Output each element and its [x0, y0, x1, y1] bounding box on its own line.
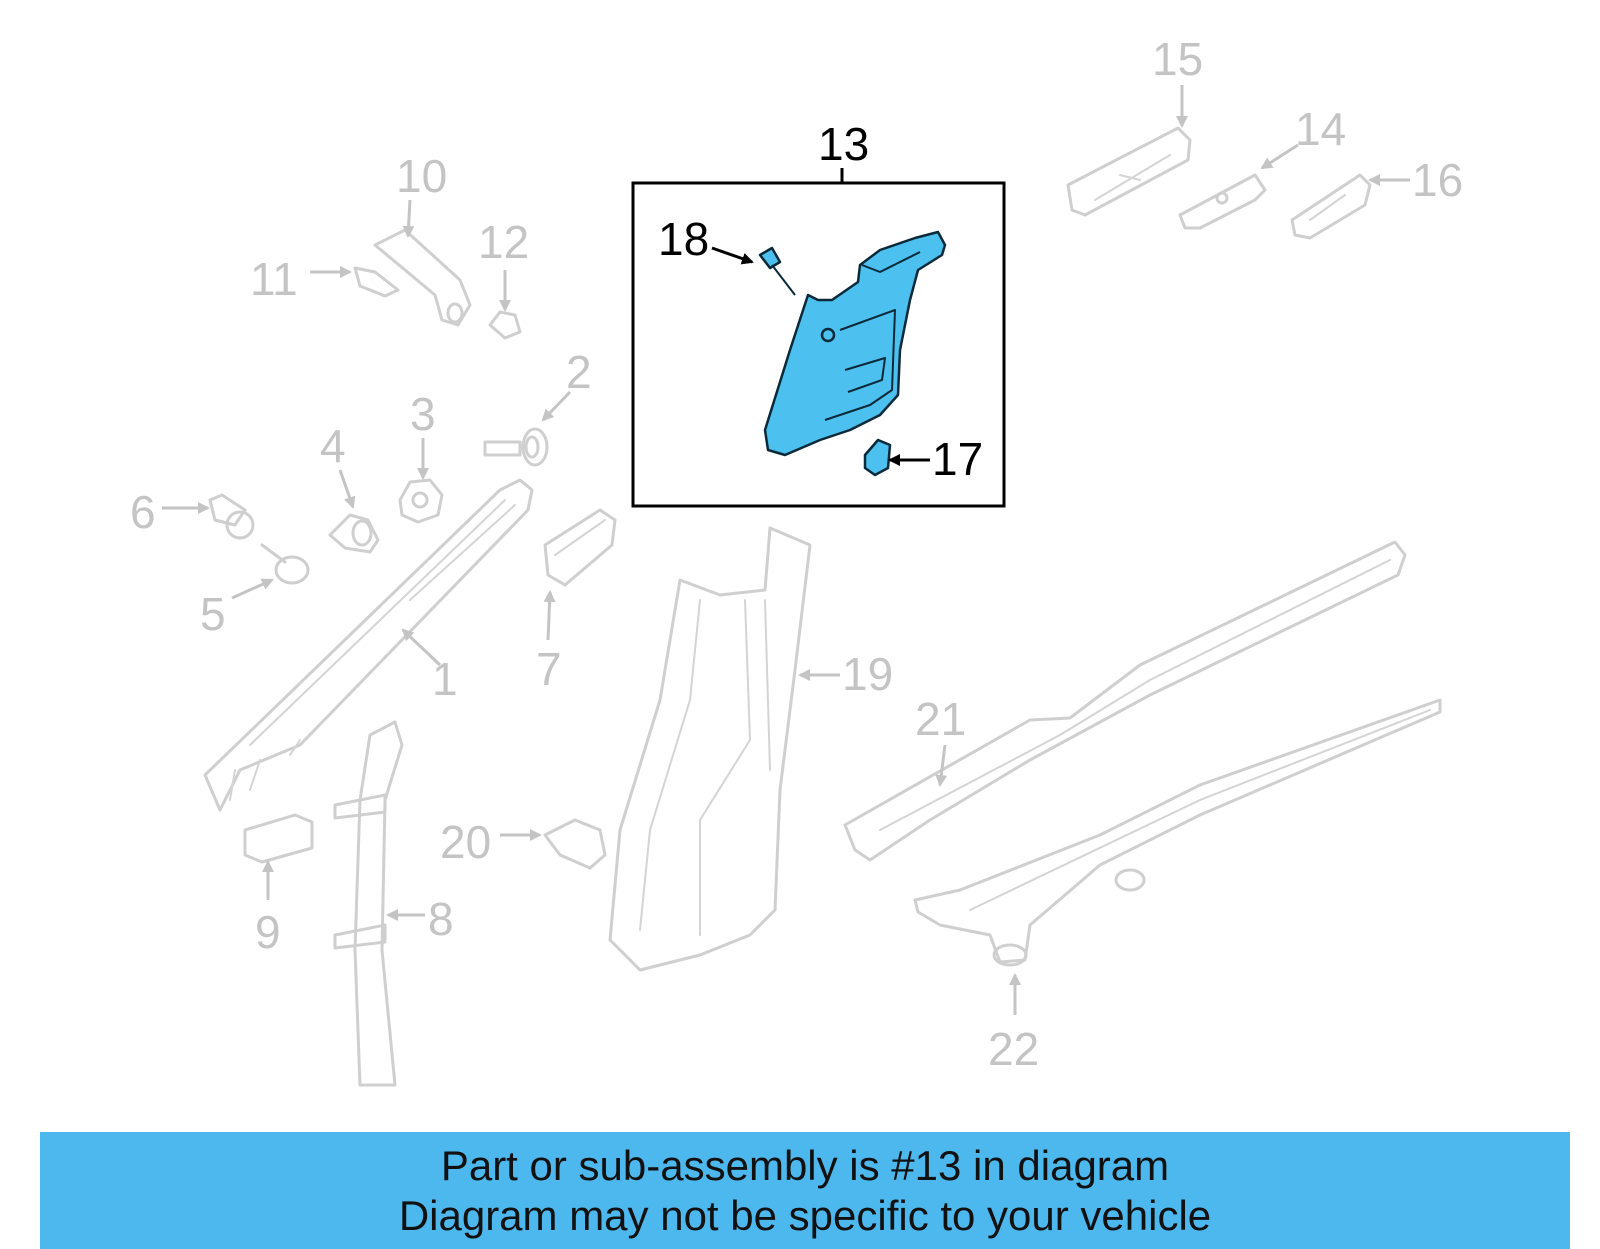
part-17-clip	[863, 438, 892, 477]
part-12-clip	[488, 310, 522, 340]
highlight-frame	[631, 181, 1006, 508]
callout-20: 20	[440, 816, 491, 868]
info-banner: Part or sub-assembly is #13 in diagram D…	[40, 1132, 1570, 1249]
callout-5: 5	[200, 588, 226, 640]
part-6-grommet	[208, 493, 255, 540]
callout-11: 11	[250, 253, 298, 305]
banner-line-1: Part or sub-assembly is #13 in diagram	[440, 1141, 1170, 1189]
part-10-bracket	[373, 228, 472, 327]
callout-8: 8	[428, 893, 454, 945]
callout-19: 19	[842, 648, 893, 700]
callout-6: 6	[130, 486, 156, 538]
part-19-b-pillar-trim	[608, 526, 812, 972]
callout-13: 13	[818, 118, 869, 170]
part-4-clip	[328, 513, 380, 554]
callout-22: 22	[988, 1023, 1039, 1075]
part-15-trim	[1066, 126, 1192, 217]
part-3-clip	[398, 478, 444, 524]
part-14-bracket	[1178, 173, 1267, 230]
banner-line-2: Diagram may not be specific to your vehi…	[398, 1191, 1212, 1239]
part-11-screw	[353, 266, 400, 298]
part-16-bracket	[1290, 173, 1372, 240]
part-2-bolt	[483, 427, 549, 467]
part-21-sill-plate	[843, 540, 1407, 862]
part-9-clip	[243, 813, 314, 864]
callout-7: 7	[536, 643, 562, 695]
part-8-weatherstrip	[333, 720, 404, 1087]
callout-14: 14	[1295, 103, 1346, 155]
part-20-clip	[543, 818, 607, 870]
callout-10: 10	[396, 150, 447, 202]
part-5-screw	[260, 543, 310, 585]
callout-15: 15	[1152, 33, 1203, 85]
part-7-clip	[543, 508, 617, 587]
part-1-a-pillar-trim	[203, 478, 534, 812]
part-18-screw	[758, 246, 796, 296]
part-13-highlighted-trim	[763, 230, 947, 457]
callout-4: 4	[320, 420, 346, 472]
callout-21: 21	[915, 693, 966, 745]
callout-18: 18	[658, 213, 709, 265]
callout-1: 1	[432, 653, 458, 705]
callout-16: 16	[1412, 154, 1463, 206]
callout-9: 9	[255, 906, 281, 958]
part-22-rocker	[913, 698, 1442, 967]
callout-17: 17	[932, 433, 983, 485]
callout-12: 12	[478, 216, 529, 268]
leader-arrows	[162, 85, 1410, 1015]
callout-3: 3	[410, 388, 436, 440]
callout-2: 2	[566, 346, 592, 398]
